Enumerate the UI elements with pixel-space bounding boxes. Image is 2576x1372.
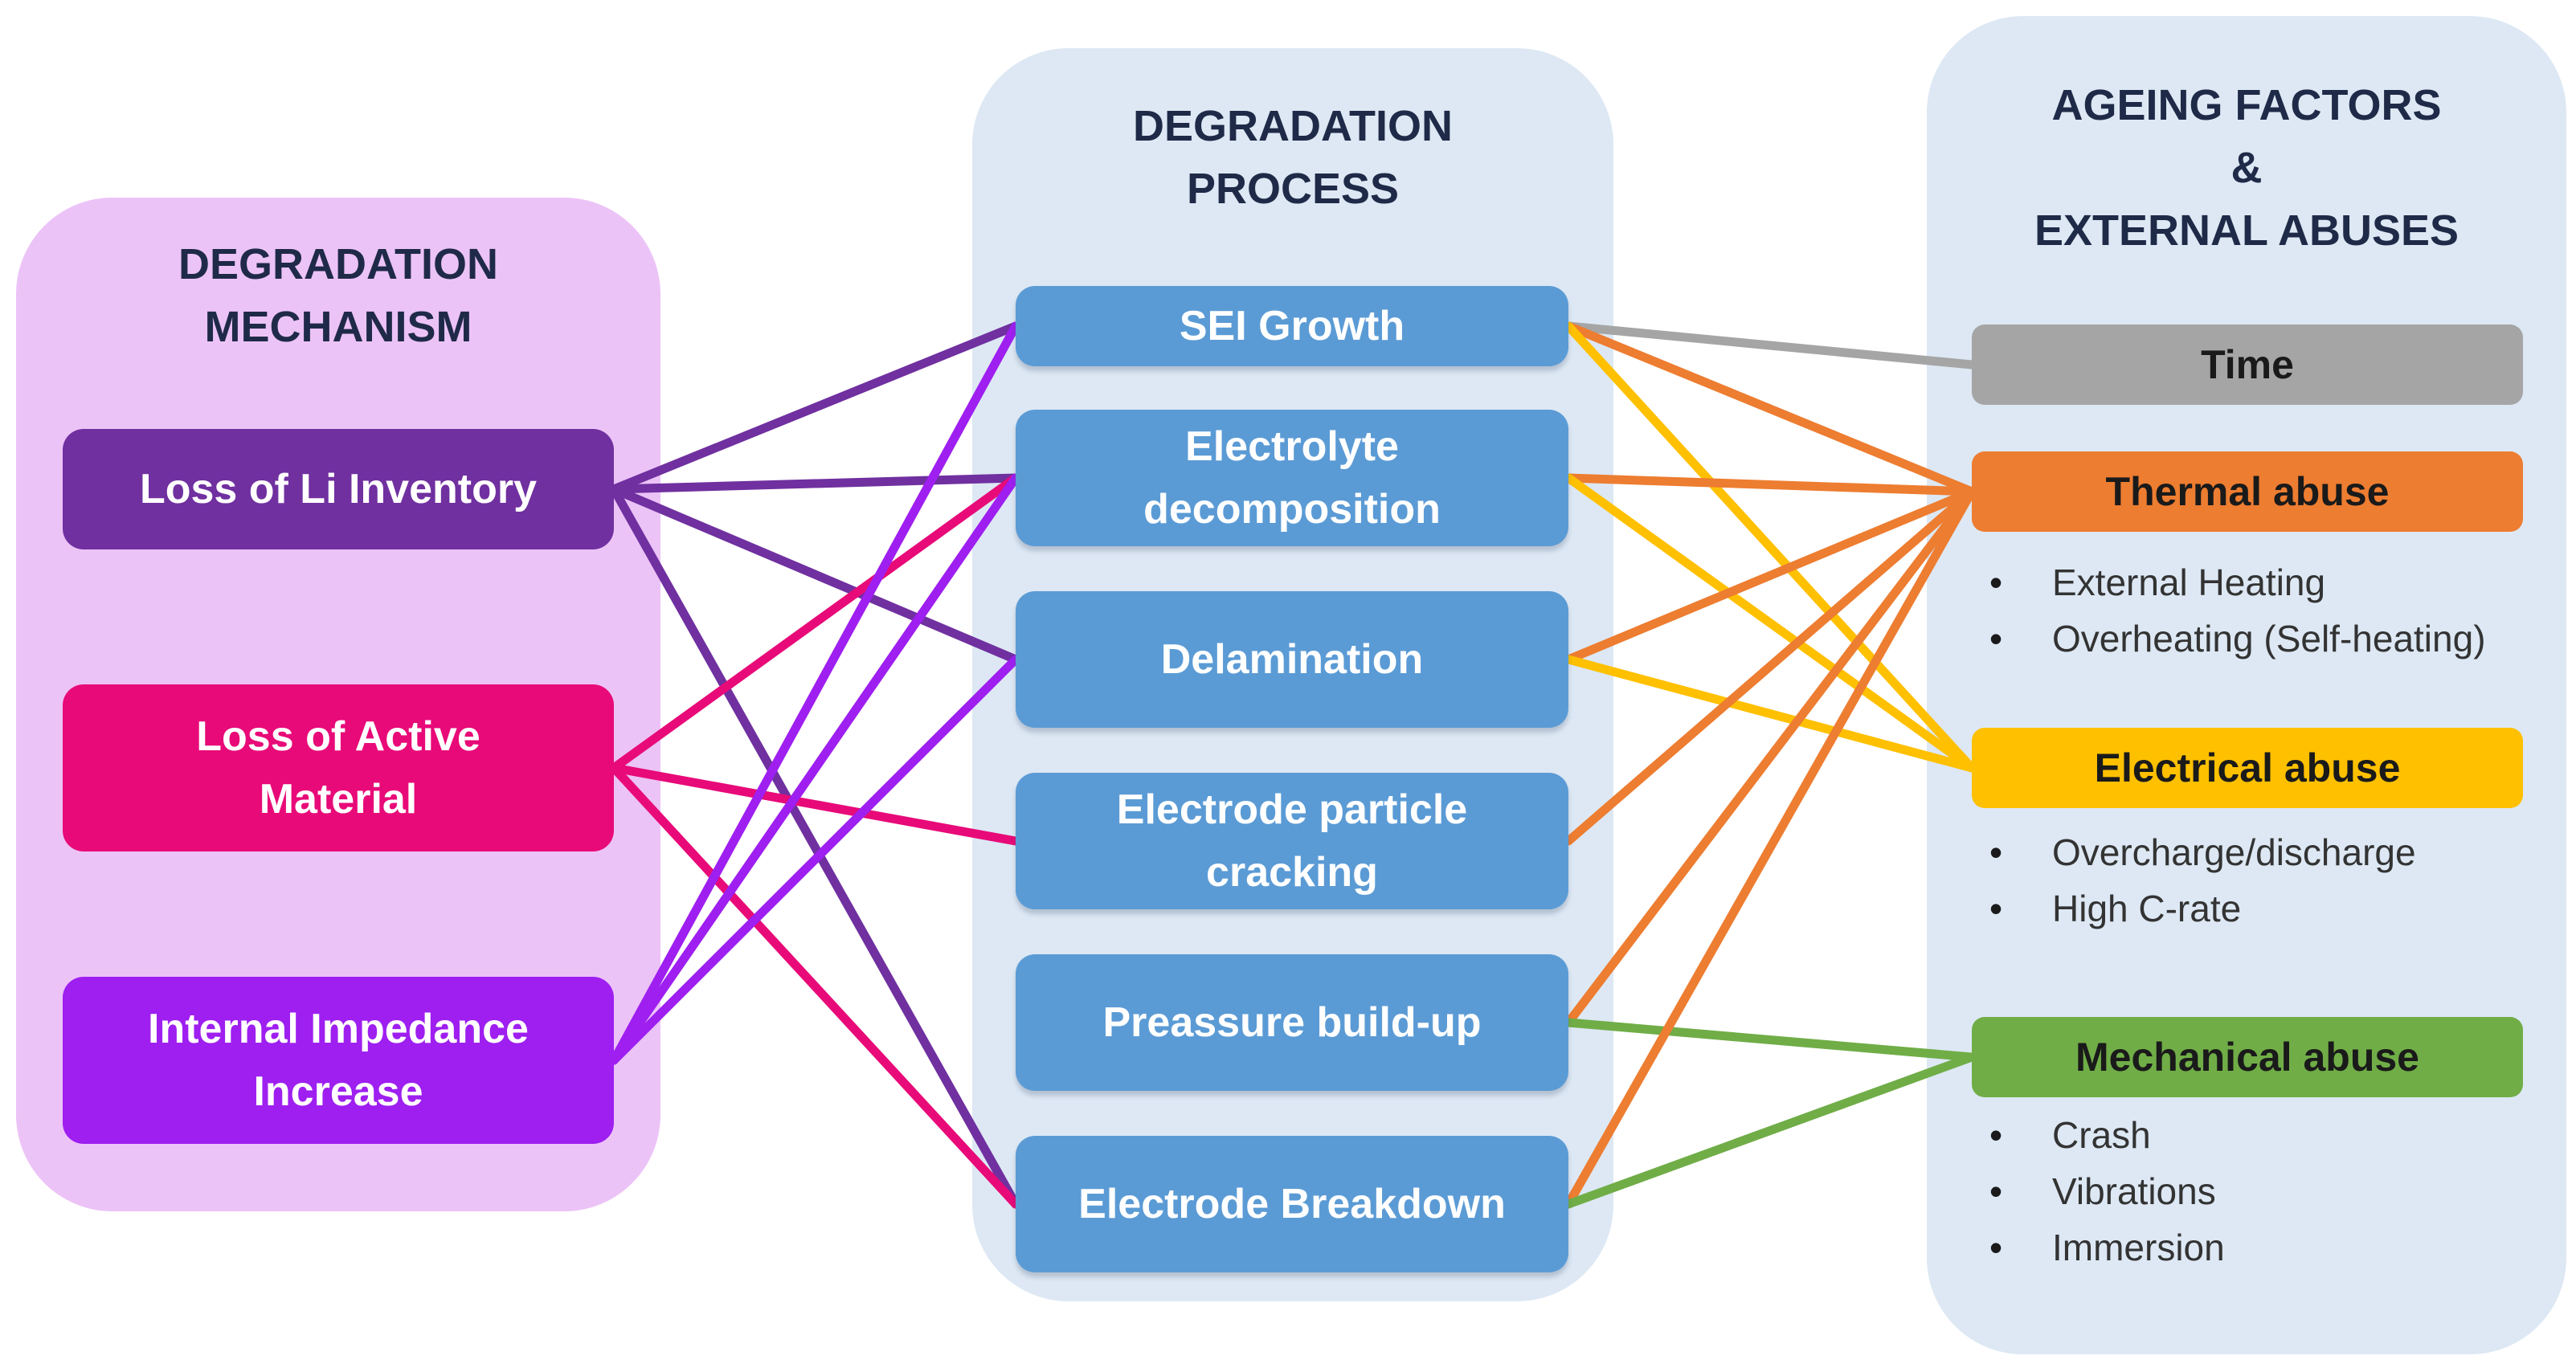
link-am-eb xyxy=(609,763,1020,1209)
mechanism-loss-of-li-inventory: Loss of Li Inventory xyxy=(63,429,614,549)
process-label: Preassure build-up xyxy=(1102,999,1482,1046)
factor-label: Time xyxy=(2201,342,2294,387)
mechanical-abuse-list: Crash Vibrations Immersion xyxy=(1972,1107,2225,1276)
process-label: Electrolyte decomposition xyxy=(1143,423,1441,533)
factor-label: Thermal abuse xyxy=(2105,469,2390,514)
factor-label: Mechanical abuse xyxy=(2075,1035,2419,1080)
list-item: Overheating (Self-heating) xyxy=(1989,610,2485,667)
link-li-sei xyxy=(609,321,1020,494)
factor-thermal-abuse: Thermal abuse xyxy=(1972,451,2523,532)
mechanism-internal-impedance-increase: Internal Impedance Increase xyxy=(63,977,614,1144)
list-item: High C-rate xyxy=(1989,880,2416,937)
factors-column-title: AGEING FACTORS & EXTERNAL ABUSES xyxy=(2034,81,2459,255)
link-ii-ed xyxy=(609,473,1020,1065)
link-pb-mechanical xyxy=(1564,1018,1977,1062)
link-eb-thermal xyxy=(1564,487,1977,1209)
process-pressure-build-up: Preassure build-up xyxy=(1016,954,1568,1091)
process-column-title: DEGRADATION PROCESS xyxy=(1133,102,1453,213)
list-item: External Heating xyxy=(1989,554,2486,610)
link-am-ed xyxy=(609,473,1020,773)
link-ii-del xyxy=(609,655,1020,1065)
thermal-abuse-list: External Heating Overheating (Self-heati… xyxy=(1972,554,2486,667)
process-electrode-breakdown: Electrode Breakdown xyxy=(1016,1136,1568,1272)
link-li-eb xyxy=(609,484,1020,1209)
list-item: Crash xyxy=(1989,1107,2225,1163)
mechanism-label: Internal Impedance Increase xyxy=(148,1006,529,1115)
link-epc-thermal xyxy=(1564,487,1977,846)
list-item: Overcharge/discharge xyxy=(1989,824,2416,880)
link-eb-mechanical xyxy=(1564,1052,1977,1209)
link-sei-electrical xyxy=(1564,321,1977,773)
link-ii-sei xyxy=(609,321,1020,1065)
process-label: SEI Growth xyxy=(1179,303,1405,349)
link-li-ed xyxy=(609,473,1020,494)
process-label: Delamination xyxy=(1160,636,1424,683)
mechanism-column-title: DEGRADATION MECHANISM xyxy=(178,240,498,351)
process-electrolyte-decomposition: Electrolyte decomposition xyxy=(1016,410,1568,546)
link-sei-time xyxy=(1564,321,1977,370)
mechanism-label: Loss of Active Material xyxy=(196,713,480,823)
list-item: Vibrations xyxy=(1989,1163,2225,1219)
process-delamination: Delamination xyxy=(1016,591,1568,728)
factors-panel xyxy=(1927,16,2566,1354)
link-sei-thermal xyxy=(1564,321,1977,496)
link-li-del xyxy=(609,484,1020,664)
process-sei-growth: SEI Growth xyxy=(1016,286,1568,366)
list-item: Immersion xyxy=(1989,1219,2225,1276)
process-electrode-particle-cracking: Electrode particle cracking xyxy=(1016,773,1568,909)
link-del-electrical xyxy=(1564,655,1977,773)
link-pb-thermal xyxy=(1564,487,1977,1027)
process-label: Electrode particle cracking xyxy=(1116,786,1468,896)
mechanism-label: Loss of Li Inventory xyxy=(139,466,538,512)
link-del-thermal xyxy=(1564,487,1977,664)
link-ed-electrical xyxy=(1564,473,1977,773)
factor-time: Time xyxy=(1972,325,2523,405)
link-am-epc xyxy=(609,763,1020,846)
link-ed-thermal xyxy=(1564,473,1977,496)
factor-mechanical-abuse: Mechanical abuse xyxy=(1972,1017,2523,1097)
factor-electrical-abuse: Electrical abuse xyxy=(1972,728,2523,808)
factor-label: Electrical abuse xyxy=(2094,745,2401,790)
electrical-abuse-list: Overcharge/discharge High C-rate xyxy=(1972,824,2416,937)
mechanism-loss-of-active-material: Loss of Active Material xyxy=(63,684,614,851)
process-label: Electrode Breakdown xyxy=(1078,1181,1506,1227)
